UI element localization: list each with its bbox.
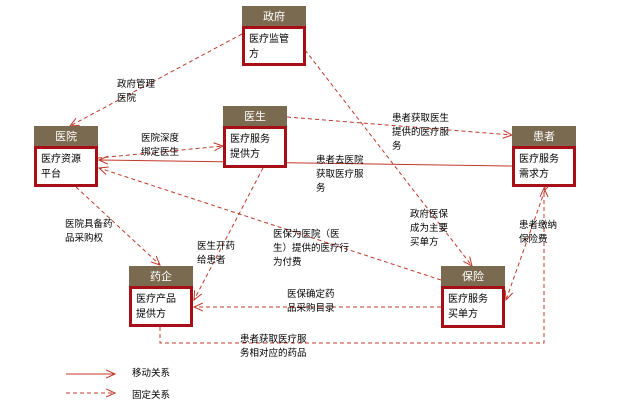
label-patient-hospital: 患者去医院 获取医疗服 务 <box>316 155 364 194</box>
edge-insurance-hospital <box>99 168 442 281</box>
node-title: 患者 <box>512 126 576 146</box>
node-title: 医院 <box>34 126 98 146</box>
node-title: 保险 <box>441 266 505 286</box>
node-title: 政府 <box>242 6 306 26</box>
legend-dashed-label: 固定关系 <box>132 390 171 401</box>
edge-gov-insurance <box>304 49 472 266</box>
node-role: 医疗服务 提供方 <box>223 126 287 168</box>
node-role: 医疗监管 方 <box>242 26 306 66</box>
node-role: 医疗资源 平台 <box>34 146 98 187</box>
label-hospital-pharma: 医院具备药 品采购权 <box>65 219 113 244</box>
node-title: 医生 <box>223 106 287 126</box>
label-patient-insurance: 患者缴纳 保险费 <box>519 220 558 245</box>
edge-pharma-patient <box>159 188 544 344</box>
node-role: 医疗产品 提供方 <box>129 286 193 327</box>
label-gov-insurance: 政府医保 成为主要 买单方 <box>410 209 449 248</box>
node-role: 医疗服务 需求方 <box>512 146 576 187</box>
label-doctor-pharma: 医生开药 给患者 <box>197 241 236 266</box>
node-gov[interactable]: 政府 医疗监管 方 <box>242 6 306 66</box>
edge-gov-hospital <box>70 33 243 126</box>
legend-solid-label: 移动关系 <box>132 368 171 379</box>
node-insurance[interactable]: 保险 医疗服务 买单方 <box>441 266 505 328</box>
node-role: 医疗服务 买单方 <box>441 286 505 328</box>
node-pharma[interactable]: 药企 医疗产品 提供方 <box>129 266 193 327</box>
label-insurance-pharma: 医保确定药 品采购目录 <box>287 289 335 314</box>
node-doctor[interactable]: 医生 医疗服务 提供方 <box>223 106 287 168</box>
node-hospital[interactable]: 医院 医疗资源 平台 <box>34 126 98 187</box>
node-patient[interactable]: 患者 医疗服务 需求方 <box>512 126 576 187</box>
label-insurance-hospital: 医保为医院（医 生）提供的医疗行 为付费 <box>273 229 350 268</box>
edge-patient-insurance <box>506 190 545 300</box>
label-hospital-doctor: 医院深度 绑定医生 <box>141 133 180 158</box>
edge-doctor-patient <box>286 116 512 135</box>
edge-doctor-pharma <box>194 167 264 300</box>
edge-patient-hospital <box>99 160 513 167</box>
node-title: 药企 <box>129 266 193 286</box>
label-pharma-patient: 患者获取医疗服 务相对应的药品 <box>240 334 307 359</box>
label-doctor-patient: 患者获取医生 提供的医疗服 务 <box>392 113 450 152</box>
label-gov-hospital: 政府管理 医院 <box>117 79 156 104</box>
edge-hospital-pharma <box>75 186 160 265</box>
